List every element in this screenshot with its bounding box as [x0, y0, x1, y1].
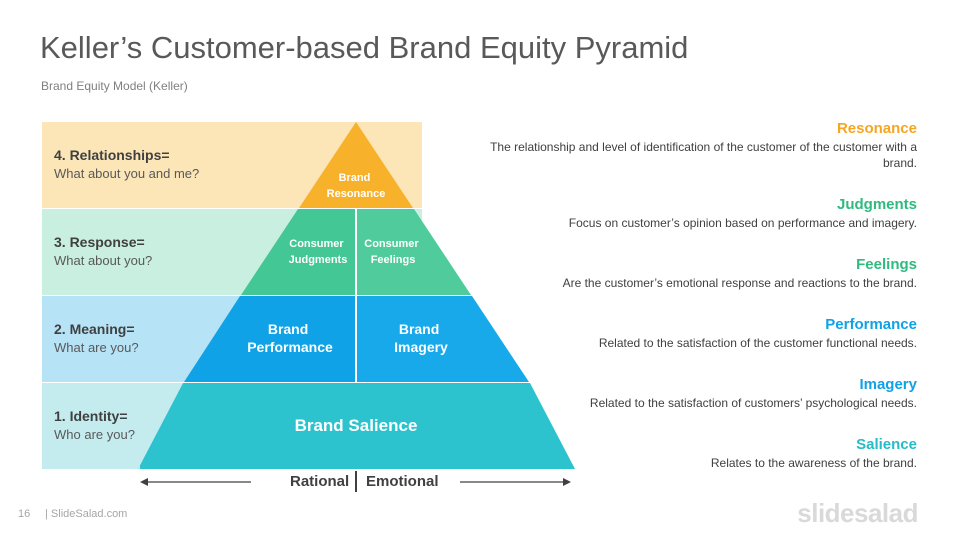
segment-text-feelings: Consumer Feelings	[364, 238, 421, 266]
definition-feelings: Feelings Are the customer’s emotional re…	[497, 256, 917, 291]
level-label-response: 3. Response=	[54, 234, 145, 250]
definition-text-imagery: Related to the satisfaction of customers…	[589, 396, 917, 410]
definition-text-salience: Relates to the awareness of the brand.	[710, 456, 917, 470]
page-title: Keller’s Customer-based Brand Equity Pyr…	[40, 30, 689, 65]
level-label-identity: 1. Identity=	[54, 408, 128, 424]
level-label-meaning: 2. Meaning=	[54, 321, 135, 337]
definition-performance: Performance Related to the satisfaction …	[497, 316, 917, 351]
level-question-identity: Who are you?	[54, 427, 135, 442]
pyramid-segment-imagery	[356, 296, 529, 382]
pyramid-segment-salience	[138, 383, 575, 469]
segment-text-imagery: Brand Imagery	[394, 321, 448, 355]
level-label-relationships: 4. Relationships=	[54, 147, 170, 163]
slidesalad-logo: slidesalad	[797, 498, 918, 528]
segment-text-resonance: Brand Resonance	[327, 172, 386, 200]
definition-text-performance: Related to the satisfaction of the custo…	[598, 336, 917, 350]
pyramid-segment-performance	[184, 296, 356, 382]
definition-heading-imagery: Imagery	[859, 376, 917, 393]
definition-text-resonance: The relationship and level of identifica…	[490, 140, 917, 170]
page-number: 16	[18, 508, 31, 520]
definition-heading-performance: Performance	[825, 316, 917, 333]
definition-heading-feelings: Feelings	[856, 256, 917, 273]
definition-heading-judgments: Judgments	[836, 196, 917, 213]
segment-text-salience: Brand Salience	[295, 416, 418, 435]
level-question-response: What about you?	[54, 253, 153, 268]
axis-divider	[355, 471, 357, 492]
pyramid-segment-judgments	[241, 209, 356, 295]
pyramid-segment-feelings	[356, 209, 471, 295]
pyramid-segment-resonance	[299, 122, 413, 208]
definition-salience: Salience Relates to the awareness of the…	[497, 436, 917, 471]
page-subtitle: Brand Equity Model (Keller)	[41, 79, 188, 93]
footer-source: | SlideSalad.com	[45, 508, 128, 520]
level-question-meaning: What are you?	[54, 340, 139, 355]
definition-heading-salience: Salience	[856, 436, 917, 453]
definition-text-judgments: Focus on customer’s opinion based on per…	[568, 216, 917, 230]
emotional-label: Emotional	[366, 473, 439, 490]
rational-label: Rational	[290, 473, 350, 490]
definition-judgments: Judgments Focus on customer’s opinion ba…	[497, 196, 917, 231]
segment-text-judgments: Consumer Judgments	[289, 238, 348, 266]
rational-arrow-head	[140, 478, 148, 486]
definition-resonance: Resonance The relationship and level of …	[457, 120, 917, 171]
definition-heading-resonance: Resonance	[836, 120, 917, 137]
emotional-arrow-head	[563, 478, 571, 486]
level-question-relationships: What about you and me?	[54, 166, 200, 181]
definition-text-feelings: Are the customer’s emotional response an…	[562, 276, 917, 290]
definition-imagery: Imagery Related to the satisfaction of c…	[497, 376, 917, 411]
segment-text-performance: Brand Performance	[247, 321, 333, 355]
